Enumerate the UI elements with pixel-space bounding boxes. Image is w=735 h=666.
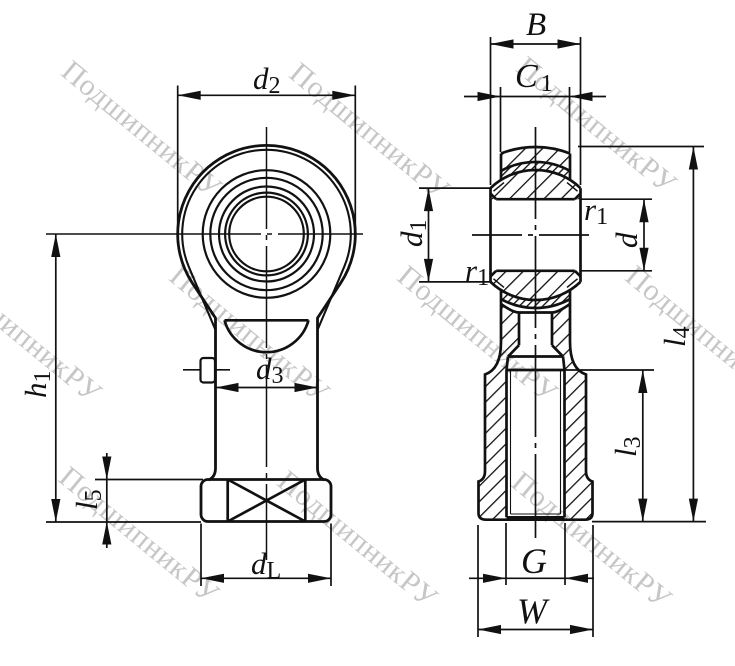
svg-text:h1: h1 [18,371,56,399]
svg-text:B: B [526,7,546,43]
svg-text:d: d [609,232,644,248]
svg-text:d2: d2 [253,61,281,99]
svg-text:G: G [521,541,547,581]
svg-text:W: W [517,591,550,631]
